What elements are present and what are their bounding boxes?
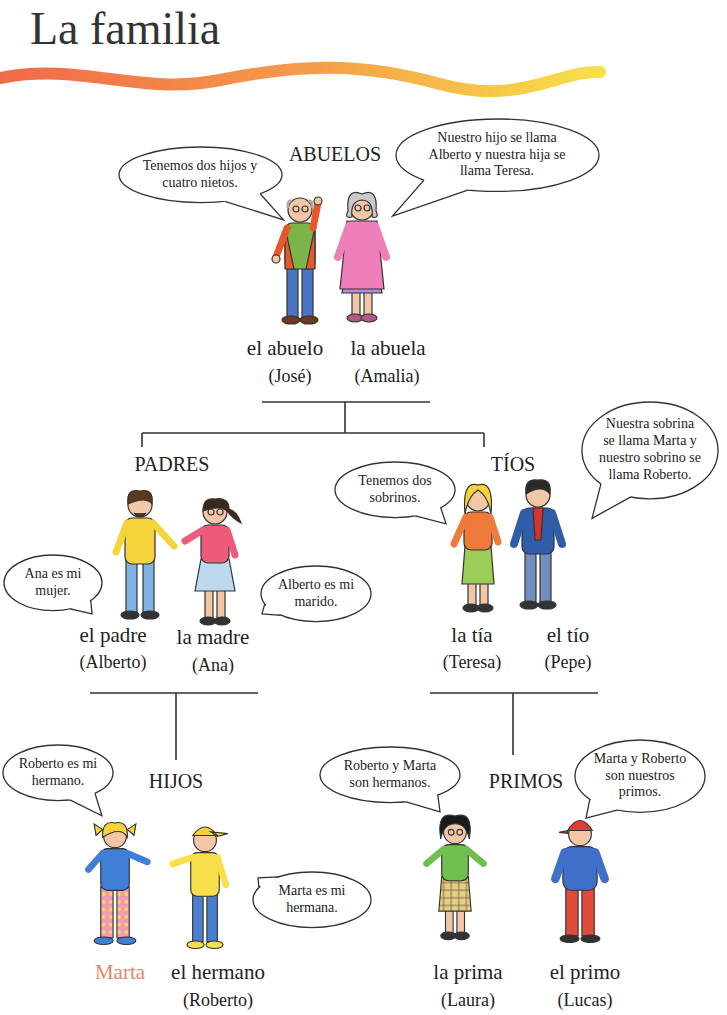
bubble-tail	[406, 795, 440, 812]
aunt-figure	[454, 484, 498, 612]
group-heading: TÍOS	[491, 453, 535, 476]
bubble-text: Nuestro hijo se llama Alberto y nuestra …	[421, 130, 573, 180]
bubble-tail-fill	[403, 793, 440, 812]
person-label: (Lucas)	[558, 990, 613, 1011]
roberto-figure	[173, 827, 228, 949]
person-label: el hermano	[171, 960, 265, 984]
speech-bubble: Nuestro hijo se llama Alberto y nuestra …	[395, 118, 600, 192]
bubble-text: Tenemos dos sobrinos.	[350, 473, 440, 507]
bubble-tail-fill	[262, 603, 285, 615]
uncle-figure	[514, 480, 562, 609]
speech-bubble: Roberto y Marta son hermanos.	[319, 746, 461, 804]
bubble-tail-fill	[592, 480, 634, 518]
speech-bubble: Tenemos dos hijos y cuatro nietos.	[118, 146, 283, 204]
bubble-ellipse	[253, 872, 371, 928]
person-label: la madre	[177, 625, 250, 649]
person-label: el primo	[550, 960, 621, 984]
bubble-text: Marta y Roberto son nuestros primos.	[591, 751, 689, 801]
bubble-tail	[224, 194, 283, 220]
bubble-ellipse	[3, 745, 113, 801]
bubble-tail	[392, 180, 468, 216]
group-heading: ABUELOS	[289, 143, 381, 166]
bubble-tail	[70, 794, 102, 816]
bubble-tail	[586, 799, 617, 818]
bubble-tail	[592, 484, 631, 518]
speech-bubble: Alberto es mi marido.	[260, 565, 372, 623]
bubble-text: Marta es mi hermana.	[268, 883, 357, 917]
bubble-tail-fill	[67, 792, 102, 816]
person-label: el tío	[547, 623, 590, 647]
person-label: la tía	[451, 623, 492, 647]
mother-figure	[185, 499, 241, 625]
grandmother-figure	[338, 192, 386, 322]
speech-bubble: Tenemos dos sobrinos.	[334, 461, 456, 519]
group-heading: PRIMOS	[489, 770, 563, 793]
person-label: la prima	[433, 960, 502, 984]
speech-bubble: Marta es mi hermana.	[252, 871, 372, 929]
person-label: (José)	[269, 366, 312, 387]
bubble-tail-fill	[67, 599, 92, 614]
title: La familia	[30, 2, 220, 55]
person-label: (Ana)	[192, 655, 234, 676]
bubble-tail-fill	[412, 506, 446, 524]
person-label: el padre	[79, 623, 146, 647]
speech-bubble: Roberto es mi hermano.	[2, 744, 114, 802]
person-label: el abuelo	[247, 336, 323, 360]
brush-stroke	[0, 68, 600, 91]
marta-figure	[88, 823, 147, 945]
bubble-text: Ana es mi mujer.	[16, 566, 90, 600]
person-label: (Laura)	[441, 990, 495, 1011]
bubble-ellipse	[261, 566, 371, 622]
bubble-tail	[258, 877, 279, 888]
bubble-tail	[70, 601, 92, 614]
laura-figure	[427, 815, 484, 939]
bubble-tail-fill	[586, 797, 621, 818]
bubble-tail	[415, 508, 446, 524]
speech-bubble: Marta y Roberto son nuestros primos.	[574, 739, 706, 813]
person-label: (Amalia)	[355, 366, 420, 387]
father-figure	[116, 491, 174, 619]
person-label: (Pepe)	[545, 652, 592, 673]
bubble-tail	[262, 604, 281, 616]
person-label: (Teresa)	[443, 652, 502, 673]
group-heading: HIJOS	[149, 770, 203, 793]
speech-bubble: Nuestra sobrina se llama Marta y nuestro…	[581, 401, 719, 500]
bubble-text: Tenemos dos hijos y cuatro nietos.	[139, 158, 261, 192]
person-label: Marta	[95, 960, 145, 984]
person-label: (Roberto)	[183, 990, 253, 1011]
bubble-text: Roberto y Marta son hermanos.	[338, 758, 443, 792]
speech-bubble: Ana es mi mujer.	[3, 554, 103, 612]
lucas-figure	[555, 820, 604, 942]
person-label: (Alberto)	[80, 652, 147, 673]
bubble-ellipse	[320, 747, 460, 803]
person-label: la abuela	[350, 336, 425, 360]
bubble-text: Roberto es mi hermano.	[17, 756, 100, 790]
bubble-tail-fill	[220, 192, 283, 220]
bubble-text: Alberto es mi marido.	[275, 577, 358, 611]
bubble-tail-fill	[392, 177, 473, 216]
bubble-text: Nuestra sobrina se llama Marta y nuestro…	[599, 416, 701, 483]
group-heading: PADRES	[135, 453, 210, 476]
tree-lines	[90, 402, 598, 760]
